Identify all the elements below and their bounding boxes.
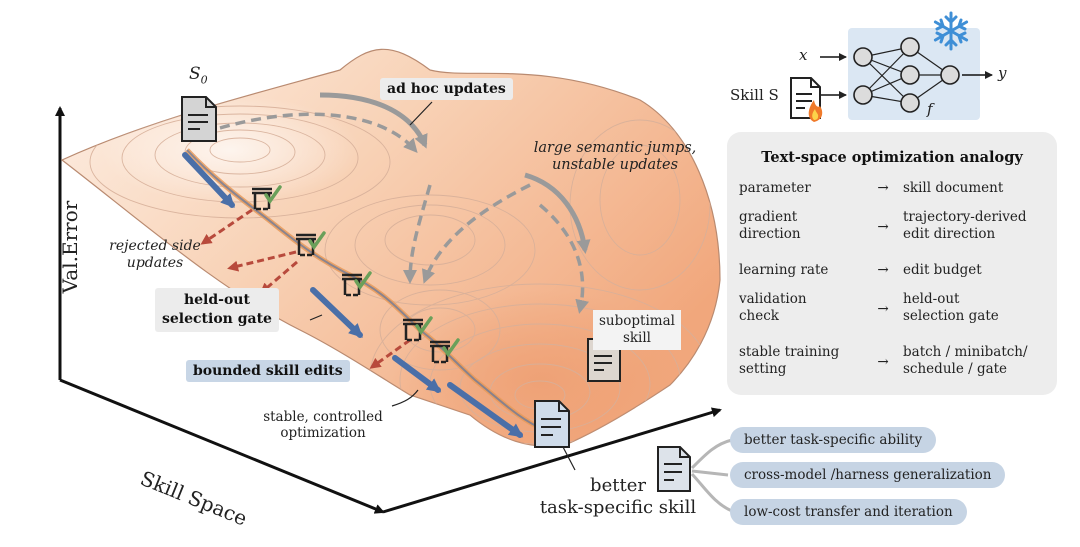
ad-hoc-solid-arrows bbox=[319, 92, 591, 254]
rejected-arrows bbox=[200, 208, 411, 369]
stable-label: stable, controlled optimization bbox=[248, 409, 398, 441]
better-pointer bbox=[562, 446, 576, 471]
start-label-subscript: 0 bbox=[200, 73, 208, 87]
bounded-step-arrows bbox=[182, 152, 524, 438]
suboptimal-line1: suboptimal bbox=[599, 313, 675, 329]
analogy-arrow: → bbox=[877, 219, 889, 235]
analogy-right-line1: held-out bbox=[903, 291, 960, 307]
analogy-right: edit budget bbox=[903, 262, 1053, 279]
large-jumps-line2: unstable updates bbox=[551, 157, 679, 174]
analogy-right: skill document bbox=[903, 180, 1053, 197]
better-skill-label: better task-specific skill bbox=[518, 475, 718, 518]
large-jumps-label: large semantic jumps, unstable updates bbox=[515, 140, 715, 175]
analogy-right-line2: selection gate bbox=[903, 307, 999, 324]
analogy-left-line1: parameter bbox=[739, 180, 811, 196]
snowflake-icon bbox=[933, 11, 969, 51]
start-document-icon bbox=[181, 96, 217, 142]
analogy-right-line1: skill document bbox=[903, 180, 1004, 196]
analogy-title: Text-space optimization analogy bbox=[761, 149, 1023, 166]
y-axis-label: Val.Error bbox=[58, 200, 82, 294]
rejected-line2: updates bbox=[126, 254, 184, 271]
network-f-label: f bbox=[927, 100, 933, 118]
stable-pointer bbox=[391, 389, 419, 407]
benefits-document-icon bbox=[657, 446, 691, 492]
bounded-edits-label: bounded skill edits bbox=[186, 360, 350, 382]
analogy-right-line2: edit direction bbox=[903, 225, 996, 242]
ad-hoc-pointer bbox=[409, 101, 433, 126]
analogy-arrow: → bbox=[877, 354, 889, 370]
flame-icon bbox=[808, 100, 823, 122]
stable-line1: stable, controlled bbox=[263, 409, 383, 425]
ad-hoc-dashed-arrows bbox=[219, 112, 589, 314]
analogy-left-line1: stable training bbox=[739, 344, 840, 360]
analogy-arrow: → bbox=[877, 180, 889, 196]
analogy-right-line1: batch / minibatch/ bbox=[903, 344, 1028, 360]
analogy-left: parameter bbox=[739, 180, 889, 197]
analogy-panel: Text-space optimization analogy paramete… bbox=[727, 132, 1057, 395]
held-out-gate-label: held-out selection gate bbox=[155, 288, 279, 332]
better-document-icon bbox=[534, 400, 570, 448]
better-line2: task-specific skill bbox=[539, 496, 697, 518]
start-label-s: S bbox=[189, 64, 201, 84]
suboptimal-label: suboptimal skill bbox=[593, 310, 681, 350]
network-diagram bbox=[820, 28, 993, 120]
benefit-pill-low-cost: low-cost transfer and iteration bbox=[730, 499, 967, 525]
analogy-left-line2: setting bbox=[739, 360, 787, 377]
benefit-connectors bbox=[690, 438, 733, 513]
held-out-line2: selection gate bbox=[162, 310, 272, 327]
benefit-pill-task-ability: better task-specific ability bbox=[730, 427, 937, 453]
depth-axis-line bbox=[382, 407, 722, 514]
analogy-left: learning rate bbox=[739, 262, 889, 279]
ad-hoc-label: ad hoc updates bbox=[380, 78, 513, 100]
analogy-right-line1: trajectory-derived bbox=[903, 209, 1027, 225]
network-skill-label: Skill S bbox=[730, 86, 779, 104]
analogy-left-line1: gradient bbox=[739, 209, 798, 225]
analogy-arrow: → bbox=[877, 262, 889, 278]
start-label: S0 bbox=[189, 64, 208, 87]
suboptimal-line2: skill bbox=[622, 329, 651, 346]
blue-path-line bbox=[186, 149, 546, 431]
network-x-label: x bbox=[799, 46, 808, 64]
held-out-line1: held-out bbox=[183, 292, 250, 308]
stable-line2: optimization bbox=[280, 425, 366, 442]
analogy-left-line1: learning rate bbox=[739, 262, 829, 278]
analogy-left-line2: check bbox=[739, 307, 779, 324]
network-y-label: y bbox=[998, 64, 1007, 82]
x-axis-line bbox=[59, 378, 385, 514]
rejected-line1: rejected side bbox=[109, 238, 201, 254]
large-jumps-line1: large semantic jumps, bbox=[533, 140, 697, 156]
analogy-right: batch / minibatch/schedule / gate bbox=[903, 344, 1053, 378]
benefit-pill-generalization: cross-model /harness generalization bbox=[730, 462, 1006, 488]
analogy-arrow: → bbox=[877, 301, 889, 317]
held-out-pointer bbox=[309, 314, 323, 321]
analogy-right-line2: schedule / gate bbox=[903, 360, 1008, 377]
better-line1: better bbox=[590, 475, 646, 496]
analogy-left-line1: validation bbox=[739, 291, 807, 307]
rejected-label: rejected side updates bbox=[100, 238, 210, 272]
analogy-left-line2: direction bbox=[739, 225, 801, 242]
analogy-right-line1: edit budget bbox=[903, 262, 982, 278]
gate-icons bbox=[252, 185, 460, 364]
